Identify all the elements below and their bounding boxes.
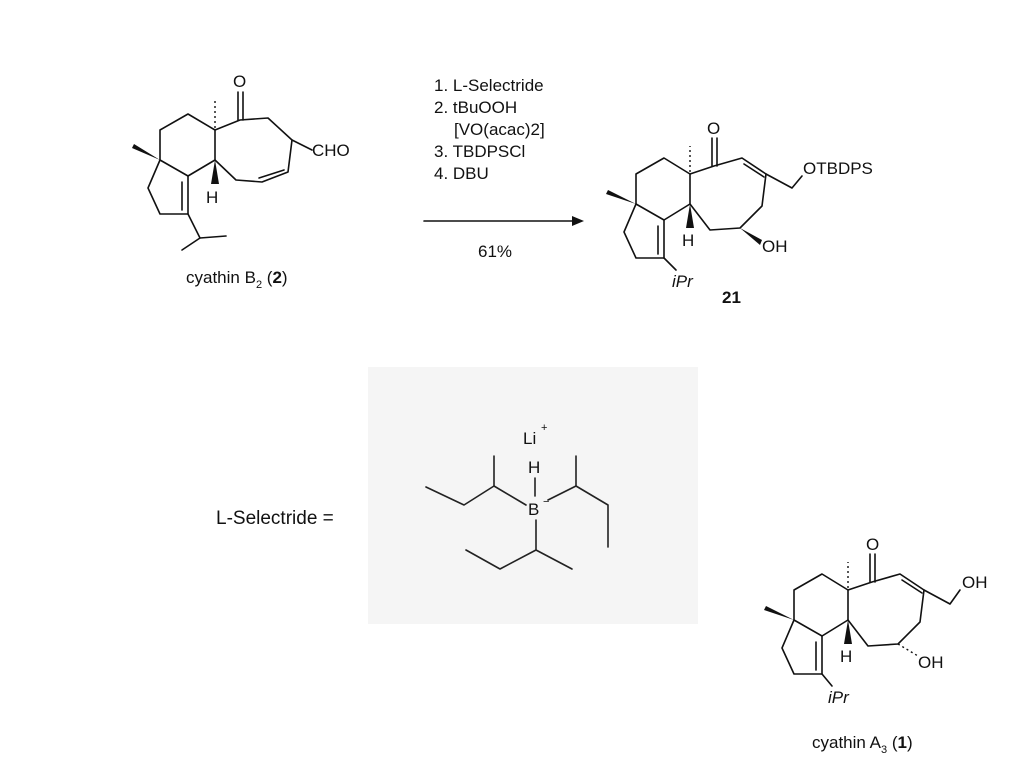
cation-charge: + xyxy=(541,422,547,434)
product-hydroxyl: OH xyxy=(762,237,788,256)
final-carbonyl-oxygen: O xyxy=(866,535,879,554)
condition-step-4: 4. DBU xyxy=(434,164,489,183)
isopropyl-chain xyxy=(181,213,201,251)
product-five-membered-ring xyxy=(623,203,665,259)
condition-step-1: 1. L-Selectride xyxy=(434,76,544,95)
final-product-structure: O OH OH H iPr cyathin A3 (1) xyxy=(764,535,988,756)
final-primary-hydroxyl: OH xyxy=(962,573,988,592)
condition-step-3: 3. TBDPSCl xyxy=(434,142,525,161)
reactant-structure: O CHO H cyathin B2 (2) xyxy=(132,72,350,291)
aldehyde-bond xyxy=(291,139,313,151)
seven-membered-ring xyxy=(214,117,293,183)
reaction-yield: 61% xyxy=(478,242,512,261)
product-isopropyl: iPr xyxy=(672,272,694,291)
methyl-wedge xyxy=(132,144,160,160)
condition-step-2-catalyst: [VO(acac)2] xyxy=(454,120,545,139)
anion-charge: − xyxy=(543,496,549,508)
reactant-name: cyathin B2 (2) xyxy=(186,268,288,291)
sec-butyl-bottom xyxy=(465,519,537,570)
hydride: H xyxy=(528,458,540,477)
sec-butyl-left xyxy=(425,485,527,506)
final-isopropyl: iPr xyxy=(828,688,850,707)
product-compound-number: 21 xyxy=(722,288,741,307)
product-carbonyl-oxygen: O xyxy=(707,119,720,138)
final-seven-membered-ring xyxy=(847,573,925,647)
final-secondary-hydroxyl: OH xyxy=(918,653,944,672)
reagent-definition-label: L-Selectride = xyxy=(216,508,334,529)
carbonyl-oxygen: O xyxy=(233,72,246,91)
reaction-conditions: 1. L-Selectride 2. tBuOOH [VO(acac)2] 3.… xyxy=(423,76,584,261)
sec-butyl-right xyxy=(547,485,609,548)
product-six-membered-ring xyxy=(635,157,691,221)
final-ring-junction-h: H xyxy=(840,647,852,666)
h-wedge xyxy=(211,160,219,184)
product-ch2-bond xyxy=(765,173,803,189)
final-six-membered-ring xyxy=(793,573,849,637)
product-structure: O OTBDPS OH H iPr 21 xyxy=(606,119,873,307)
lithium-cation: Li xyxy=(523,429,536,448)
final-five-membered-ring xyxy=(781,619,823,675)
five-membered-ring xyxy=(147,159,189,215)
six-membered-ring xyxy=(159,113,216,177)
final-product-name: cyathin A3 (1) xyxy=(812,733,913,756)
product-otbdps: OTBDPS xyxy=(803,159,873,178)
reagent-structure-panel xyxy=(368,367,698,624)
product-seven-membered-ring xyxy=(689,157,767,231)
boron-atom: B xyxy=(528,500,539,519)
product-ring-junction-h: H xyxy=(682,231,694,250)
reagent-definition: L-Selectride = Li + H B − xyxy=(216,367,698,624)
aldehyde-group: CHO xyxy=(312,141,350,160)
ring-junction-h: H xyxy=(206,188,218,207)
arrow-head xyxy=(572,216,584,226)
condition-step-2: 2. tBuOOH xyxy=(434,98,517,117)
